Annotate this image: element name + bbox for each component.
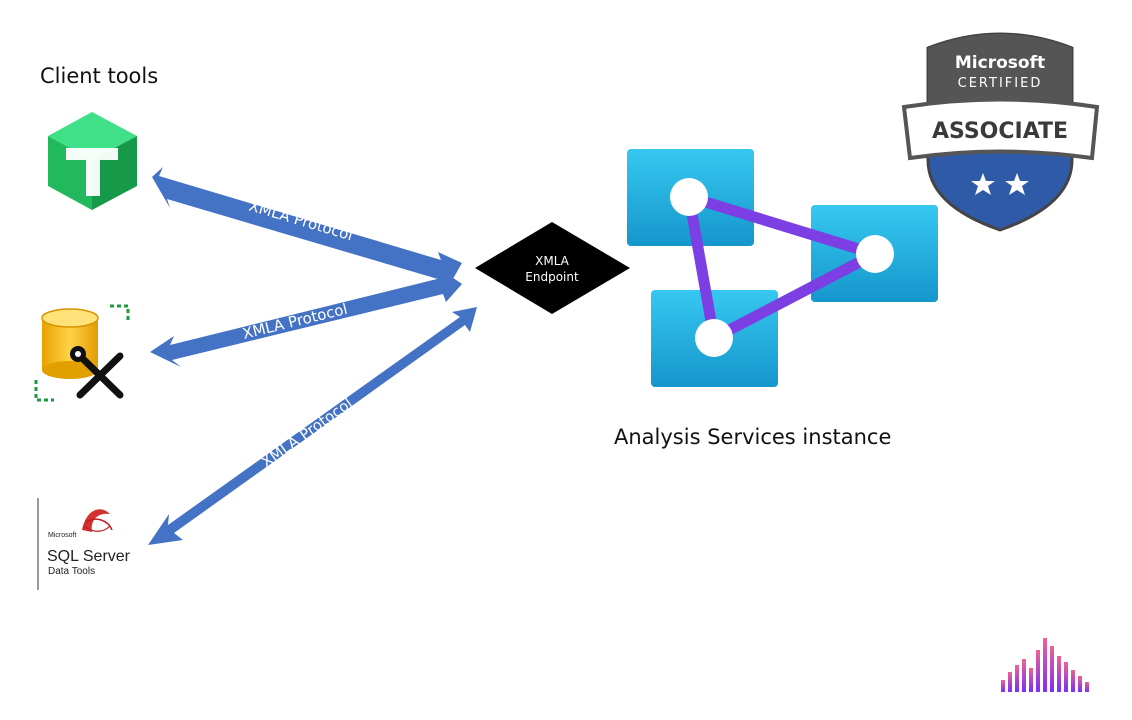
tabular-editor-icon <box>48 112 137 210</box>
xmla-protocol-label-2: XMLA Protocol <box>241 300 350 343</box>
xmla-endpoint-line2: Endpoint <box>525 270 579 284</box>
badge-brand: Microsoft <box>955 53 1045 73</box>
sql-logo-microsoft: Microsoft <box>48 532 76 539</box>
sql-server-data-tools-icon: Microsoft SQL Server Data Tools <box>37 498 131 590</box>
database-tools-icon <box>34 304 130 402</box>
xmla-endpoint: XMLA Endpoint <box>475 222 630 314</box>
xmla-protocol-label-3: XMLA Protocol <box>258 394 356 471</box>
badge-star-1 <box>971 173 995 195</box>
certification-badge-icon: Microsoft CERTIFIED ASSOCIATE <box>901 32 1100 232</box>
client-tools-title: Client tools <box>40 64 158 88</box>
badge-star-2 <box>1005 173 1029 195</box>
xmla-arrow-1: XMLA Protocol <box>152 167 462 291</box>
equalizer-logo-icon <box>1001 638 1089 692</box>
xmla-endpoint-line1: XMLA <box>535 254 570 268</box>
sql-logo-product: SQL Server <box>47 548 131 565</box>
analysis-services-caption: Analysis Services instance <box>614 425 891 449</box>
badge-certified: CERTIFIED <box>958 76 1043 91</box>
analysis-services-icon <box>627 149 938 387</box>
sql-logo-subtitle: Data Tools <box>48 566 95 577</box>
badge-level: ASSOCIATE <box>932 119 1068 144</box>
